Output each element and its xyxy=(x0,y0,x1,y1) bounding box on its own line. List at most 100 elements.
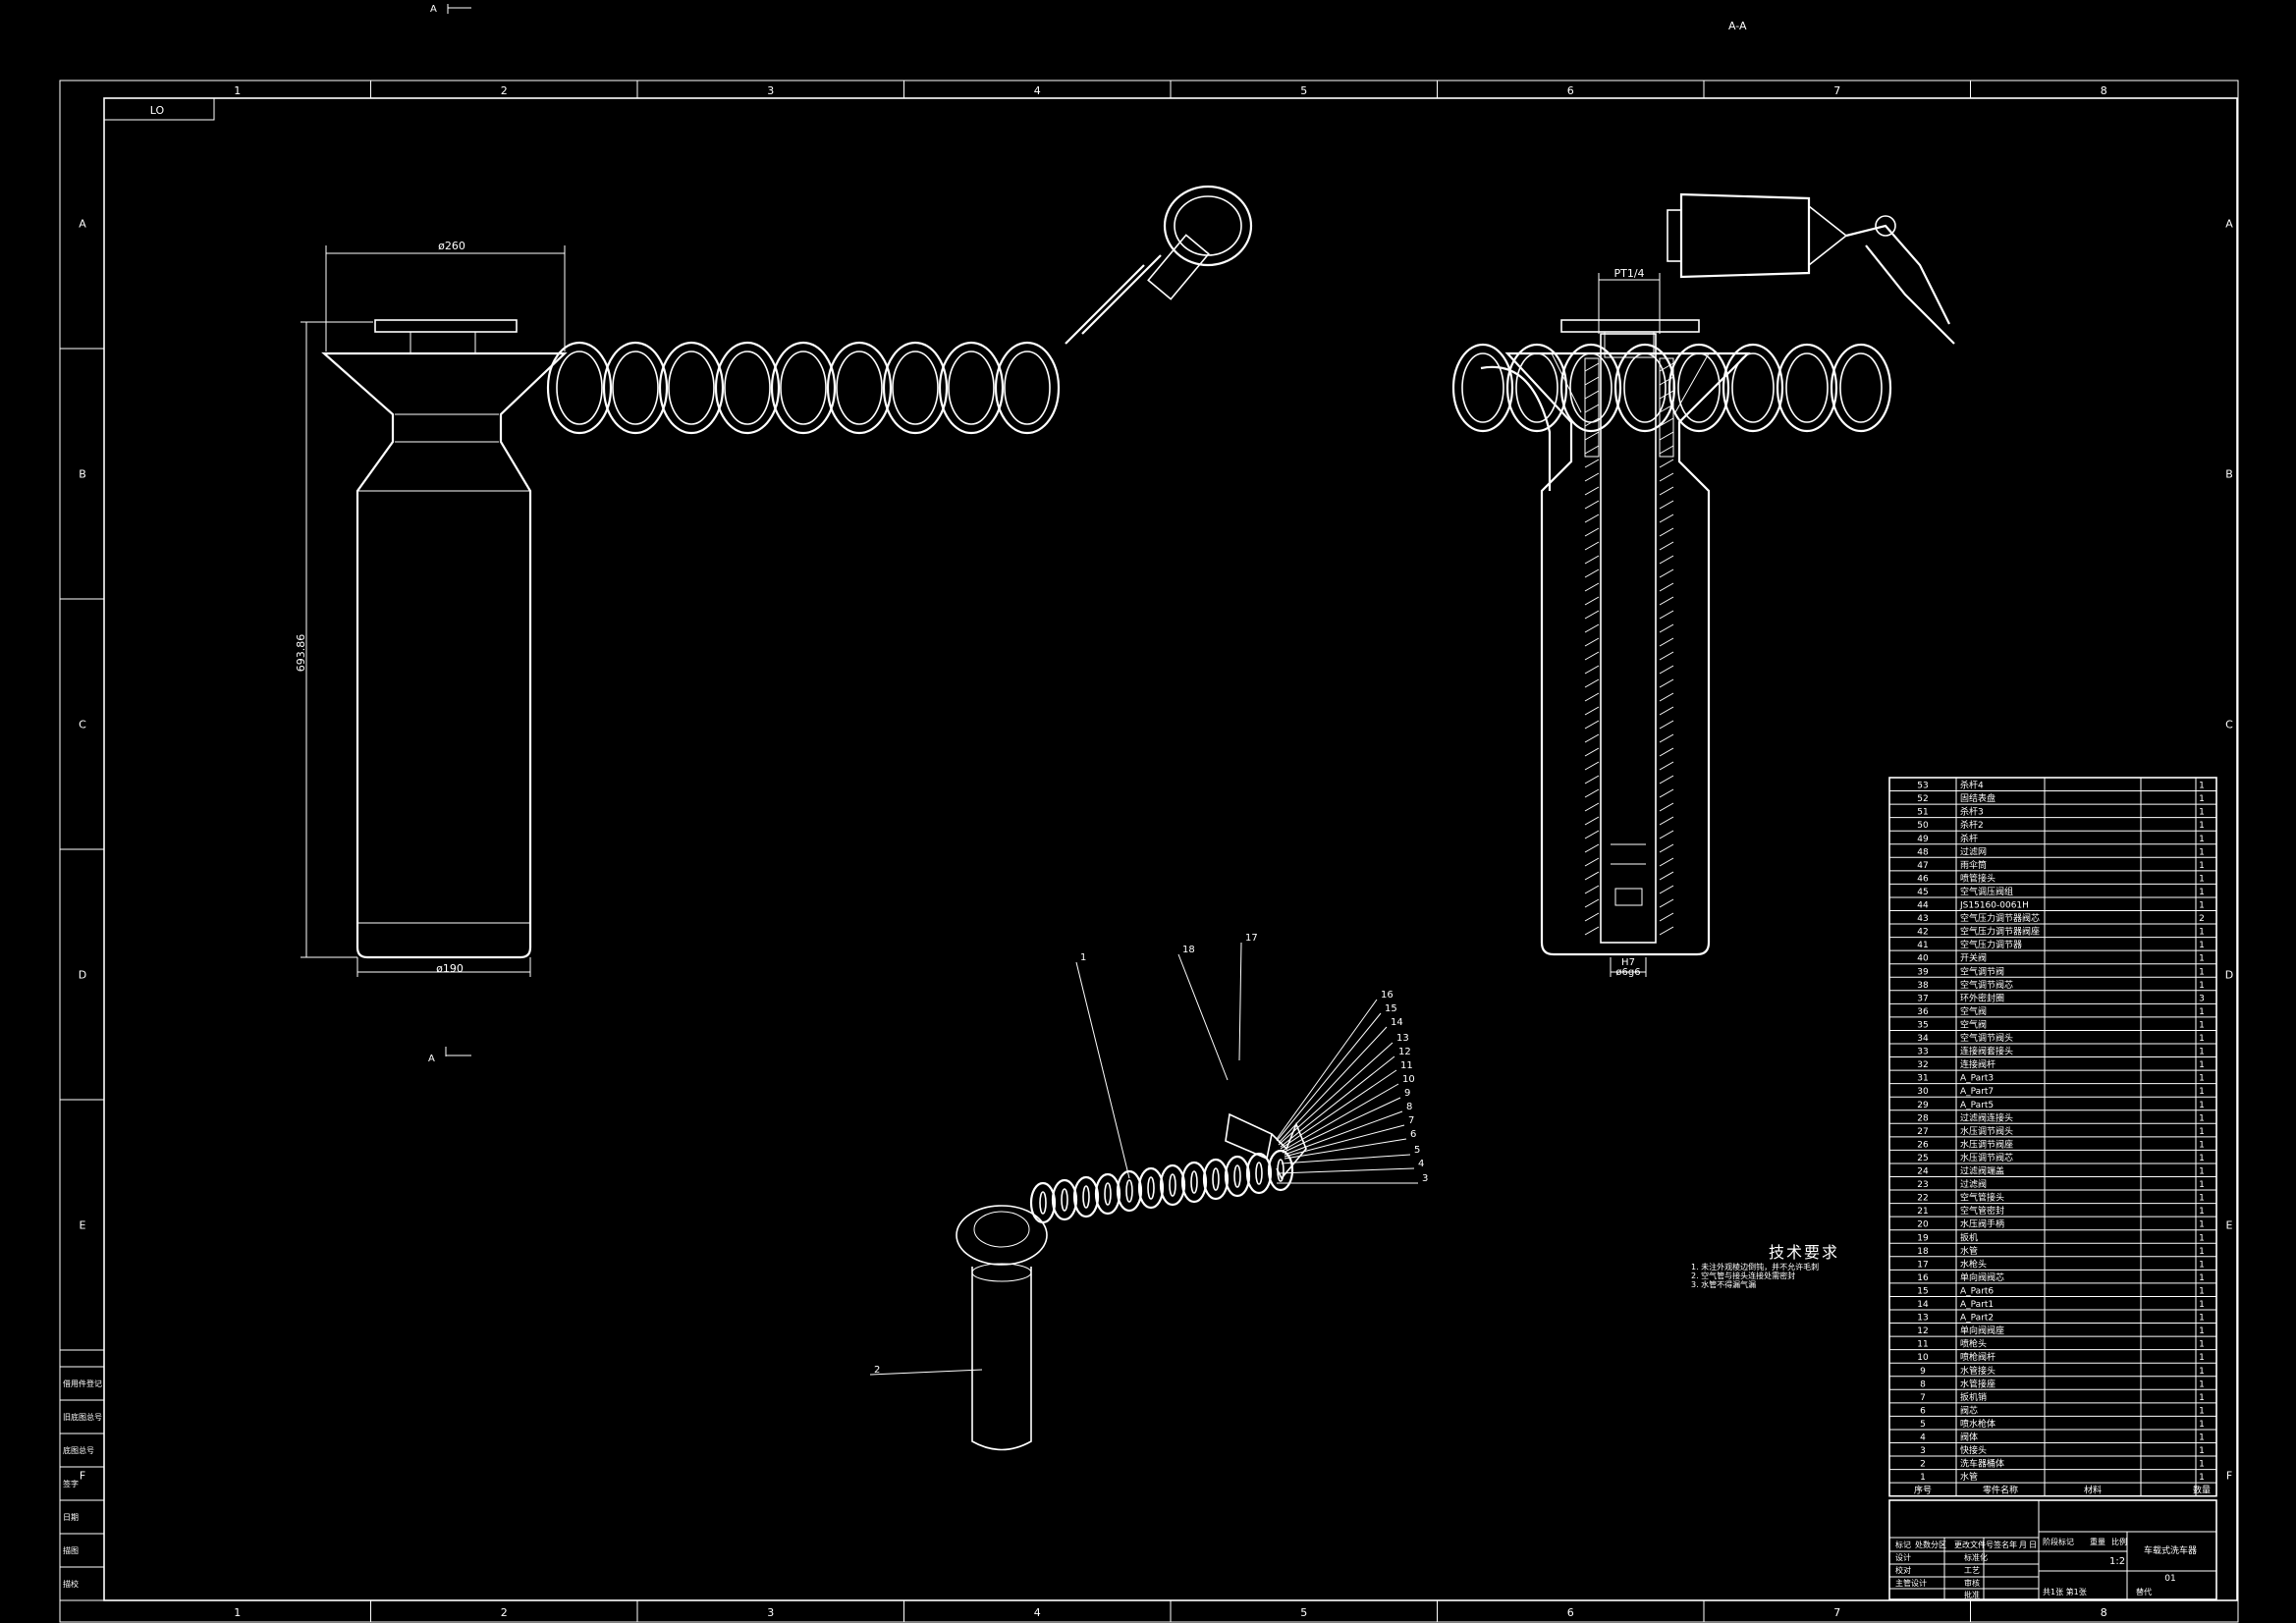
zone-row-label: F xyxy=(80,1470,85,1483)
svg-text:审核: 审核 xyxy=(1964,1578,1980,1588)
bom-qty: 1 xyxy=(2199,928,2205,938)
balloon-number: 12 xyxy=(1398,1047,1411,1057)
bom-no: 27 xyxy=(1917,1127,1928,1137)
balloon-number: 1 xyxy=(1080,952,1086,963)
bom-no: 7 xyxy=(1920,1393,1926,1403)
svg-text:PT1/4: PT1/4 xyxy=(1613,267,1644,280)
bom-qty: 1 xyxy=(2199,835,2205,844)
bom-name: JS15160-0061H xyxy=(1959,901,2029,911)
bom-qty: 1 xyxy=(2199,808,2205,818)
bom-name: 环外密封圈 xyxy=(1960,992,2004,1003)
bom-name: 过滤阀 xyxy=(1960,1178,1987,1190)
zone-row-label: A xyxy=(2225,218,2233,231)
zone-row-label: E xyxy=(80,1219,86,1232)
bom-qty: 1 xyxy=(2199,1007,2205,1017)
bom-name: 快接头 xyxy=(1960,1444,1987,1456)
zone-col-label: 1 xyxy=(234,1606,241,1619)
bom-no: 5 xyxy=(1920,1420,1926,1430)
bom-header: 零件名称 xyxy=(1983,1485,2018,1496)
svg-text:分区: 分区 xyxy=(1931,1541,1946,1549)
svg-text:693.86: 693.86 xyxy=(295,634,307,673)
bom-name: 单向阀阀座 xyxy=(1960,1325,2004,1336)
front-view xyxy=(321,185,1253,959)
bom-qty: 1 xyxy=(2199,1314,2205,1324)
bom-qty: 1 xyxy=(2199,1180,2205,1190)
svg-text:H7: H7 xyxy=(1621,957,1635,968)
bom-no: 25 xyxy=(1917,1154,1928,1163)
zone-col-label: 6 xyxy=(1567,84,1574,97)
zone-col-label: 5 xyxy=(1300,1606,1307,1619)
zone-col-label: 1 xyxy=(234,84,241,97)
bom-qty: 1 xyxy=(2199,821,2205,831)
section-title: A-A xyxy=(1728,20,1747,32)
left-strip-label: 签字 xyxy=(63,1479,79,1488)
bom-no: 30 xyxy=(1917,1087,1929,1097)
bom-name: 空气压力调节器阀芯 xyxy=(1960,912,2040,924)
bom-qty: 1 xyxy=(2199,1420,2205,1430)
dimension-height: 693.86 xyxy=(295,321,373,958)
bom-name: 阀芯 xyxy=(1960,1404,1978,1416)
left-strip-label: 借用件登记 xyxy=(63,1379,102,1388)
bom-header: 序号 xyxy=(1914,1485,1932,1496)
bom-name: 阀体 xyxy=(1960,1432,1978,1443)
bom-no: 40 xyxy=(1917,954,1929,964)
bom-no: 51 xyxy=(1917,808,1928,818)
bom-name: A_Part6 xyxy=(1960,1286,1994,1296)
zone-col-label: 7 xyxy=(1833,84,1840,97)
bom-name: 杀杆4 xyxy=(1960,780,1984,791)
bom-qty: 1 xyxy=(2199,1207,2205,1217)
bom-qty: 1 xyxy=(2199,1286,2205,1296)
svg-text:月: 月 xyxy=(2019,1541,2027,1549)
bom-no: 26 xyxy=(1917,1140,1929,1150)
bom-name: A_Part2 xyxy=(1960,1314,1994,1324)
bom-name: 空气调节阀芯 xyxy=(1960,979,2013,991)
svg-text:标记: 标记 xyxy=(1895,1540,1911,1549)
bom-qty: 1 xyxy=(2199,794,2205,804)
bom-no: 47 xyxy=(1917,861,1928,871)
bom-name: 喷枪阀杆 xyxy=(1960,1351,1995,1363)
bom-name: 开关阀 xyxy=(1960,952,1987,964)
bom-no: 20 xyxy=(1917,1220,1929,1230)
bom-name: 水枪头 xyxy=(1960,1258,1987,1270)
bom-qty: 2 xyxy=(2199,914,2205,924)
balloon-number: 2 xyxy=(874,1365,880,1376)
bom-name: 杀杆3 xyxy=(1960,806,1984,818)
svg-text:工艺: 工艺 xyxy=(1964,1566,1980,1575)
svg-text:01: 01 xyxy=(2164,1574,2175,1584)
bom-no: 14 xyxy=(1917,1300,1929,1310)
bom-qty: 1 xyxy=(2199,1060,2205,1070)
bom-no: 37 xyxy=(1917,994,1928,1003)
bom-no: 32 xyxy=(1917,1060,1928,1070)
bom-name: 水压调节阀芯 xyxy=(1960,1152,2013,1163)
bom-no: 10 xyxy=(1917,1353,1929,1363)
bom-no: 44 xyxy=(1917,901,1929,911)
bom-name: 空气调节阀 xyxy=(1960,965,2004,977)
bom-name: 空气调节阀头 xyxy=(1960,1032,2013,1044)
zone-row-label: B xyxy=(79,468,86,481)
coil-hose-right xyxy=(1451,343,1892,433)
zone-col-label: 3 xyxy=(767,84,774,97)
bom-name: 连接阀杆 xyxy=(1960,1058,1995,1070)
bom-qty: 1 xyxy=(2199,941,2205,950)
zone-row-label: D xyxy=(2225,969,2233,982)
bom-qty: 1 xyxy=(2199,981,2205,991)
svg-text:ø6g6: ø6g6 xyxy=(1615,967,1640,978)
bom-no: 16 xyxy=(1917,1273,1929,1283)
bom-name: 扳机销 xyxy=(1960,1391,1987,1403)
svg-text:ø190: ø190 xyxy=(436,962,464,975)
bom-no: 35 xyxy=(1917,1020,1928,1030)
tech-line: 3. 水管不得漏气漏 xyxy=(1691,1280,1757,1289)
bom-qty: 1 xyxy=(2199,1167,2205,1177)
bom-name: A_Part3 xyxy=(1960,1074,1994,1084)
tech-line: 2. 空气管与接头连接处需密封 xyxy=(1691,1271,1796,1280)
bom-no: 3 xyxy=(1920,1446,1926,1456)
zone-row-label: C xyxy=(2225,719,2233,731)
svg-text:校对: 校对 xyxy=(1895,1565,1911,1575)
zone-ticks xyxy=(60,81,2238,1622)
balloon-number: 8 xyxy=(1406,1102,1412,1112)
zone-row-label: E xyxy=(2226,1219,2233,1232)
balloon-number: 14 xyxy=(1391,1017,1403,1028)
balloon-number: 17 xyxy=(1245,933,1258,944)
zone-col-label: 4 xyxy=(1034,84,1041,97)
